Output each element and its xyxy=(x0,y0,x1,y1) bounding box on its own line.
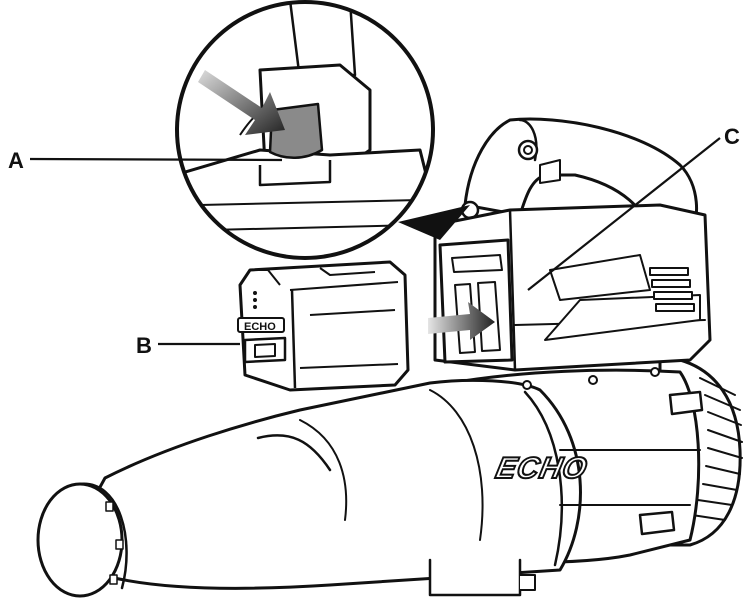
blower xyxy=(36,358,743,598)
housing-vents xyxy=(649,267,695,312)
callout-b: B xyxy=(136,333,152,358)
callout-c: C xyxy=(724,124,740,149)
callout-leaders xyxy=(29,137,721,346)
blower-tube xyxy=(58,378,582,590)
battery-pack xyxy=(237,260,410,392)
leader-c xyxy=(527,137,721,291)
insert-arrow xyxy=(428,302,495,340)
detail-pointer xyxy=(398,205,470,240)
battery-compartment xyxy=(433,117,712,390)
leader-a xyxy=(29,157,283,162)
release-button xyxy=(268,102,324,159)
detail-magnifier xyxy=(175,0,435,260)
press-arrow xyxy=(198,70,285,135)
fan-grille xyxy=(691,377,743,521)
callout-a: A xyxy=(8,148,24,173)
